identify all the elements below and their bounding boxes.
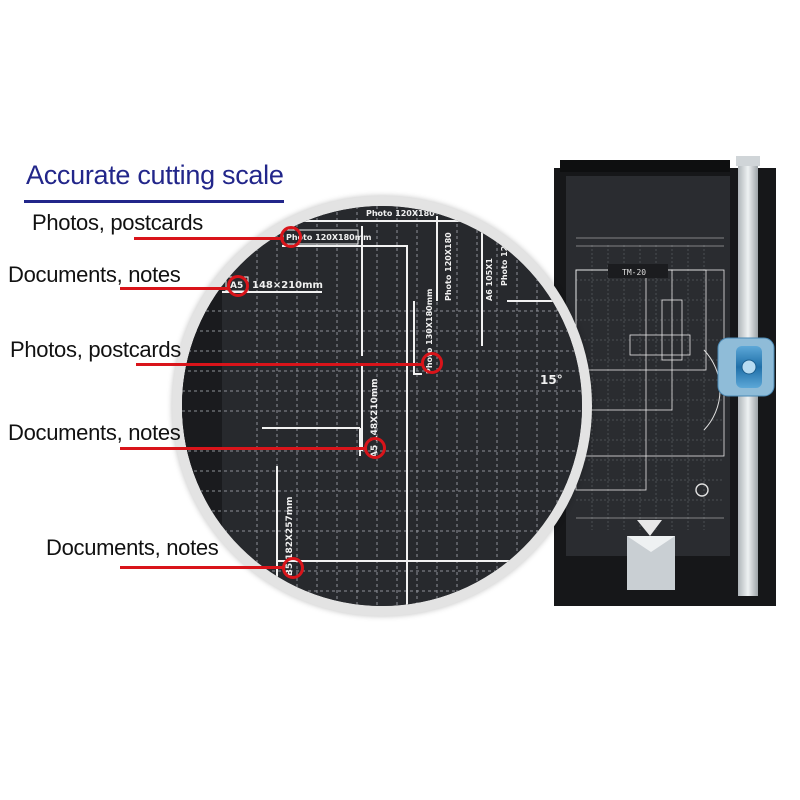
label-a6: A6 105X1 bbox=[485, 258, 494, 301]
title-underline bbox=[24, 200, 284, 203]
model-label: TM-20 bbox=[622, 268, 647, 277]
leader-line-1 bbox=[134, 237, 284, 240]
leader-line-4 bbox=[120, 447, 366, 450]
marker-a5 bbox=[227, 275, 249, 297]
leader-line-5 bbox=[120, 566, 284, 569]
label-photo-upper: Photo 120X180 bbox=[366, 209, 435, 218]
trimmer-body-icon bbox=[554, 156, 776, 606]
callout-documents-notes-1: Documents, notes bbox=[8, 262, 181, 287]
label-photo-180: Photo 120X180M bbox=[500, 209, 509, 286]
label-angle: 15° bbox=[540, 373, 563, 387]
page-title: Accurate cutting scale bbox=[26, 160, 284, 190]
leader-line-3 bbox=[136, 363, 423, 366]
cutting-board-zoom-icon: Photo 120X180 Photo 120X180mm A5 148×210… bbox=[182, 206, 582, 606]
marker-photo-vertical bbox=[421, 352, 443, 374]
label-photo-upper-vertical: Photo 120X180 bbox=[444, 232, 453, 301]
leader-line-2 bbox=[120, 287, 230, 290]
paper-trimmer-device: TM-20 bbox=[552, 150, 780, 610]
magnifier-lens: Photo 120X180 Photo 120X180mm A5 148×210… bbox=[182, 206, 582, 606]
label-photo-top: Photo 120X180mm bbox=[286, 233, 371, 242]
callout-photos-postcards-1: Photos, postcards bbox=[32, 210, 203, 235]
marker-b5 bbox=[282, 557, 304, 579]
callout-photos-postcards-2: Photos, postcards bbox=[10, 337, 181, 362]
callout-documents-notes-3: Documents, notes bbox=[46, 535, 219, 560]
callout-documents-notes-2: Documents, notes bbox=[8, 420, 181, 445]
marker-a5-vertical bbox=[364, 437, 386, 459]
label-a5-size: 148×210mm bbox=[252, 280, 323, 291]
